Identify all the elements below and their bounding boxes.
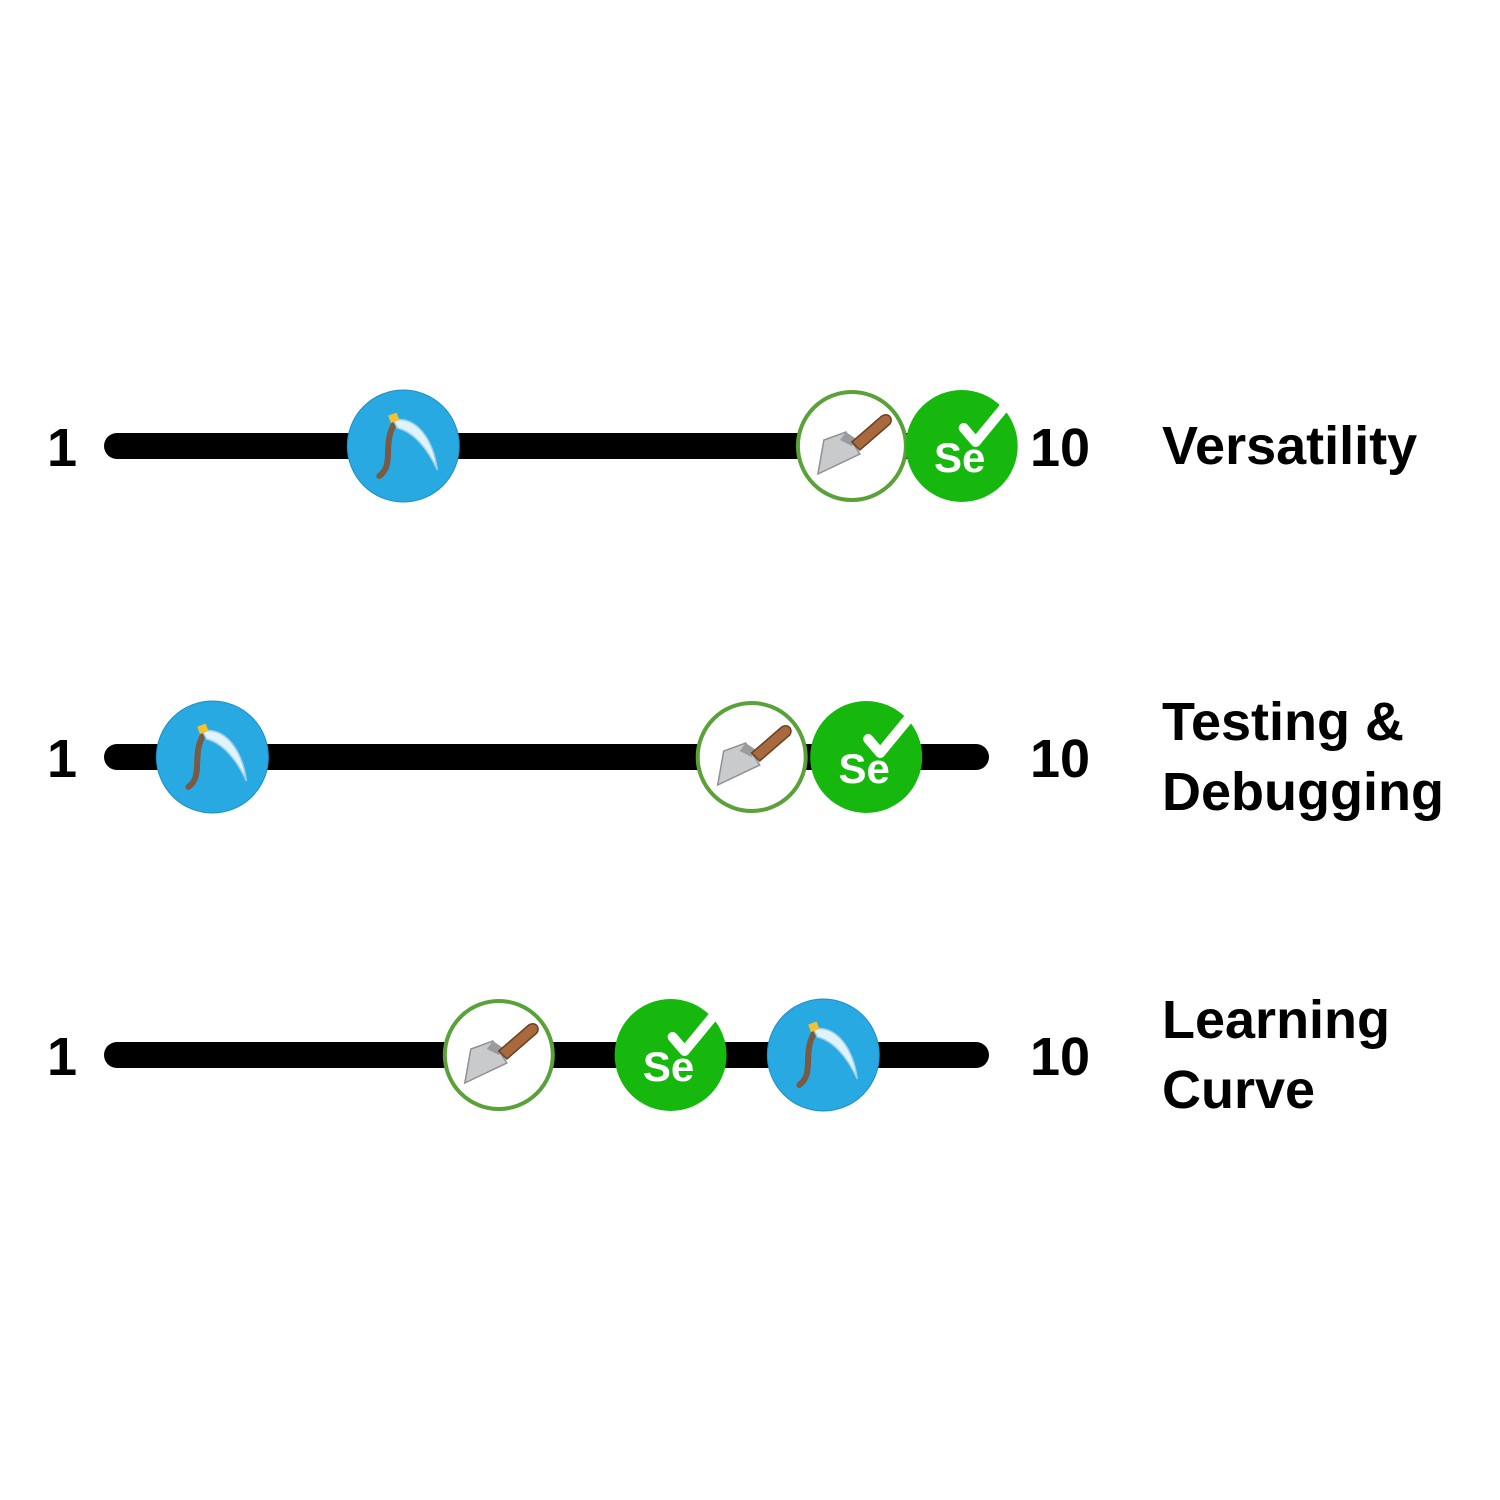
scale-min-label: 1 <box>47 1027 77 1087</box>
scythe-handle <box>796 1028 819 1088</box>
category-label: Learning <box>1162 990 1390 1050</box>
scythe-collar <box>197 723 209 735</box>
putty-knife-icon <box>442 999 555 1111</box>
selenium-checkmark <box>958 403 1009 447</box>
scythe-icon-bg <box>155 700 269 814</box>
selenium-logo-text: Se <box>643 1043 694 1090</box>
scythe-icon <box>346 389 460 503</box>
scythe-icon-bg <box>346 389 460 503</box>
putty-knife-handle <box>750 724 792 763</box>
scythe-blade <box>392 418 439 471</box>
putty-knife-icon <box>795 390 908 502</box>
scale-min-label: 1 <box>47 418 77 478</box>
selenium-logo-text: Se <box>934 434 985 481</box>
selenium-checkmark <box>667 1012 718 1056</box>
selenium-logo-text: Se <box>839 745 890 792</box>
selenium-logo-icon: Se <box>614 999 727 1111</box>
scale-max-label: 10 <box>1030 1027 1090 1087</box>
rating-row: 1 10 Testing & Debugging Se <box>47 692 1444 822</box>
rating-row: 1 10 Versatility Se <box>47 389 1417 503</box>
scythe-blade <box>201 729 248 782</box>
putty-knife-icon <box>695 701 808 813</box>
scythe-collar <box>388 412 400 424</box>
scale-min-label: 1 <box>47 729 77 789</box>
scale-max-label: 10 <box>1030 729 1090 789</box>
scythe-icon <box>155 700 269 814</box>
selenium-logo-icon: Se <box>810 701 923 813</box>
category-label: Versatility <box>1162 416 1417 476</box>
selenium-logo-icon: Se <box>905 390 1018 502</box>
scythe-icon <box>766 998 880 1112</box>
scale-max-label: 10 <box>1030 418 1090 478</box>
scythe-icon-bg <box>766 998 880 1112</box>
scythe-collar <box>808 1021 820 1033</box>
category-label: Curve <box>1162 1060 1315 1120</box>
selenium-checkmark <box>863 714 914 758</box>
scythe-handle <box>376 419 399 479</box>
putty-knife-handle <box>850 413 892 452</box>
category-label: Debugging <box>1162 762 1444 822</box>
scythe-handle <box>185 730 208 790</box>
category-label: Testing & <box>1162 692 1404 752</box>
putty-knife-handle <box>497 1022 539 1061</box>
scythe-blade <box>812 1027 859 1080</box>
